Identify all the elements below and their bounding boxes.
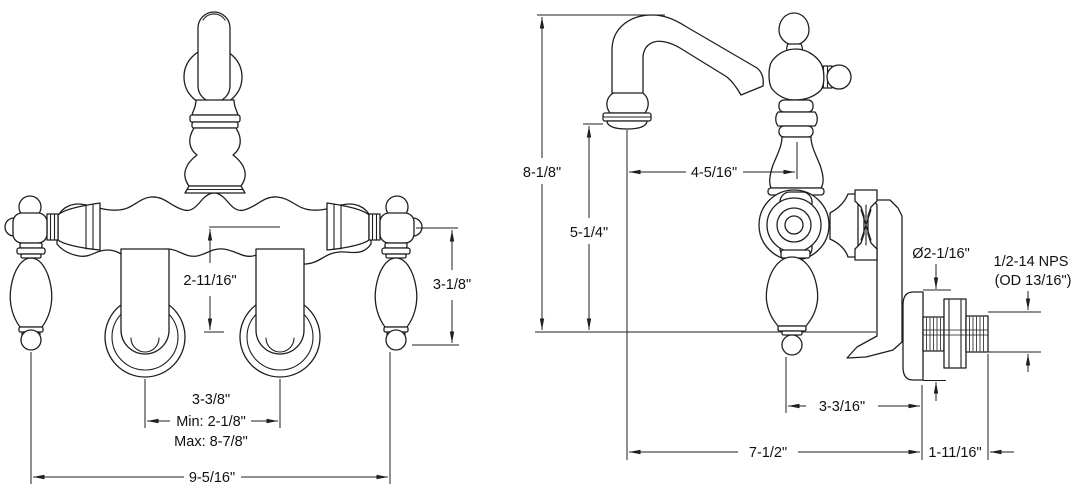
dim-spout-clearance-label: 5-1/4" bbox=[570, 225, 608, 241]
side-view-dimensions: 8-1/8" 5-1/4" 4-5/16" Ø2-1/16" 1/2-14 NP… bbox=[523, 17, 1072, 461]
dim-spout-to-wall-label: 7-1/2" bbox=[749, 445, 787, 461]
side-view-faucet bbox=[602, 12, 989, 381]
dim-escutcheon-diameter-label: Ø2-1/16" bbox=[912, 246, 970, 262]
valve-and-handle-left bbox=[4, 195, 101, 351]
thread-spec-label: 1/2-14 NPS bbox=[994, 254, 1069, 270]
valve-side bbox=[758, 189, 830, 261]
dim-union-min-label: Min: 2-1/8" bbox=[176, 414, 246, 430]
dim-overall-width-label: 9-5/16" bbox=[189, 470, 235, 486]
spout-front bbox=[183, 11, 246, 194]
dim-union-spacing-label: 3-3/8" bbox=[192, 392, 230, 408]
wall-mount-assembly bbox=[829, 189, 989, 381]
spout-side bbox=[602, 14, 764, 130]
dim-spout-reach-label: 4-5/16" bbox=[691, 165, 737, 181]
dim-handle-to-wall-label: 3-3/16" bbox=[819, 399, 865, 415]
supply-union-right bbox=[239, 248, 321, 378]
dim-handle-length-label: 3-1/8" bbox=[433, 277, 471, 293]
dim-overall-height-label: 8-1/8" bbox=[523, 165, 561, 181]
faucet-body-front bbox=[56, 192, 372, 265]
front-view-faucet bbox=[4, 11, 423, 378]
dim-center-to-outlet-label: 2-11/16" bbox=[183, 273, 236, 289]
front-view-dimensions: 2-11/16" 3-1/8" 3-3/8" Min: 2-1/8" Max: … bbox=[30, 226, 471, 486]
thread-od-label: (OD 13/16") bbox=[995, 273, 1072, 289]
dim-nipple-length-label: 1-11/16" bbox=[928, 445, 981, 461]
valve-and-handle-right bbox=[326, 195, 423, 351]
faucet-column-side bbox=[767, 12, 852, 196]
supply-union-left bbox=[104, 248, 186, 378]
dim-union-max-label: Max: 8-7/8" bbox=[174, 434, 248, 450]
lever-handle-side bbox=[765, 249, 819, 356]
